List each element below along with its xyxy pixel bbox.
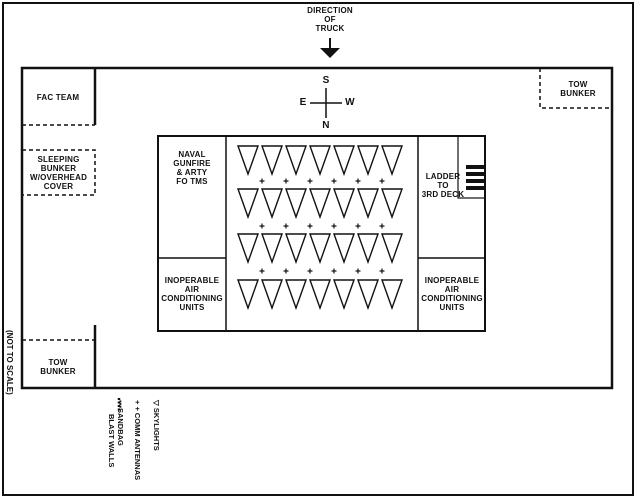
fac-team-label: FAC TEAM [36, 93, 80, 102]
comm-antenna-icon [307, 268, 313, 274]
compass-north-label: N [322, 120, 330, 131]
skylight-icon [333, 279, 355, 311]
ladder-rung [466, 186, 484, 190]
skylight-icon [357, 188, 379, 220]
comm-antenna-icon [331, 178, 337, 184]
skylight-icon [357, 279, 379, 311]
direction-arrow-icon [320, 48, 340, 58]
direction-label: DIRECTION OF TRUCK [307, 6, 353, 33]
comm-antenna-icon [355, 178, 361, 184]
comm-antenna-icon [355, 268, 361, 274]
comm-antenna-icon [259, 223, 265, 229]
compass-south-label: S [322, 75, 330, 86]
skylight-icon [309, 145, 331, 177]
outer-sandbag-wall [20, 66, 614, 390]
skylight-icon [333, 233, 355, 265]
skylight-icon [237, 279, 259, 311]
sleeping-bunker-label: SLEEPING BUNKER W/OVERHEAD COVER [29, 155, 88, 191]
skylight-icon [285, 233, 307, 265]
skylight-icon [333, 145, 355, 177]
sleeping-bunker-outline [21, 149, 96, 196]
image-frame [2, 2, 634, 496]
comm-antenna-icon [379, 268, 385, 274]
skylight-icon [261, 233, 283, 265]
legend-sandbag: ▪▪▪SANDBAG [116, 400, 125, 446]
skylight-icon [309, 233, 331, 265]
comm-antenna-icon [283, 268, 289, 274]
skylight-icon [381, 279, 403, 311]
compass-east-label: E [299, 97, 307, 108]
skylight-icon [237, 188, 259, 220]
comm-antenna-icon [307, 223, 313, 229]
comm-antenna-icon [355, 223, 361, 229]
legend-skylights: ▽ SKYLIGHTS [152, 400, 161, 451]
skylight-icon [309, 279, 331, 311]
skylight-icon [357, 145, 379, 177]
scale-note: (NOT TO SCALE) [5, 330, 14, 395]
inoperable-right-label: INOPERABLE AIR CONDITIONING UNITS [421, 276, 483, 312]
central-building [157, 135, 486, 332]
skylight-icon [261, 145, 283, 177]
comm-antenna-icon [379, 223, 385, 229]
skylight-icon [333, 188, 355, 220]
ladder-label: LADDER TO 3rd DECK [421, 172, 465, 199]
skylight-icon [285, 188, 307, 220]
comm-antenna-icon [331, 223, 337, 229]
skylight-icon [261, 279, 283, 311]
comm-antenna-icon [331, 268, 337, 274]
ladder-rung [466, 179, 484, 183]
skylight-icon [237, 145, 259, 177]
comm-antenna-icon [259, 178, 265, 184]
comm-antenna-icon [283, 223, 289, 229]
inoperable-left-label: INOPERABLE AIR CONDITIONING UNITS [161, 276, 223, 312]
ladder-shaft [457, 135, 486, 199]
skylight-icon [261, 188, 283, 220]
comm-antenna-icon [283, 178, 289, 184]
skylight-icon [285, 279, 307, 311]
tow-bunker-top-label: TOW BUNKER [560, 80, 596, 98]
tow-bunker-top-outline [539, 68, 612, 109]
skylight-icon [285, 145, 307, 177]
compass-west-label: W [345, 97, 355, 108]
skylight-icon [381, 233, 403, 265]
comm-antenna-icon [259, 268, 265, 274]
legend-blast-walls: BLAST WALLS [107, 414, 116, 468]
tow-bunker-bottom-label: TOW BUNKER [40, 358, 76, 376]
skylight-icon [381, 145, 403, 177]
skylight-icon [357, 233, 379, 265]
skylight-icon [237, 233, 259, 265]
skylight-icon [381, 188, 403, 220]
skylight-icon [309, 188, 331, 220]
antenna-group [259, 178, 385, 274]
comm-antenna-icon [307, 178, 313, 184]
legend-comm-antennas: + + COMM ANTENNAS [133, 400, 142, 481]
skylight-group [237, 145, 403, 311]
ladder-rung [466, 172, 484, 176]
ladder-rung [466, 165, 484, 169]
naval-gunfire-label: NAVAL GUNFIRE & ARTY FO TMS [173, 150, 211, 186]
comm-antenna-icon [379, 178, 385, 184]
